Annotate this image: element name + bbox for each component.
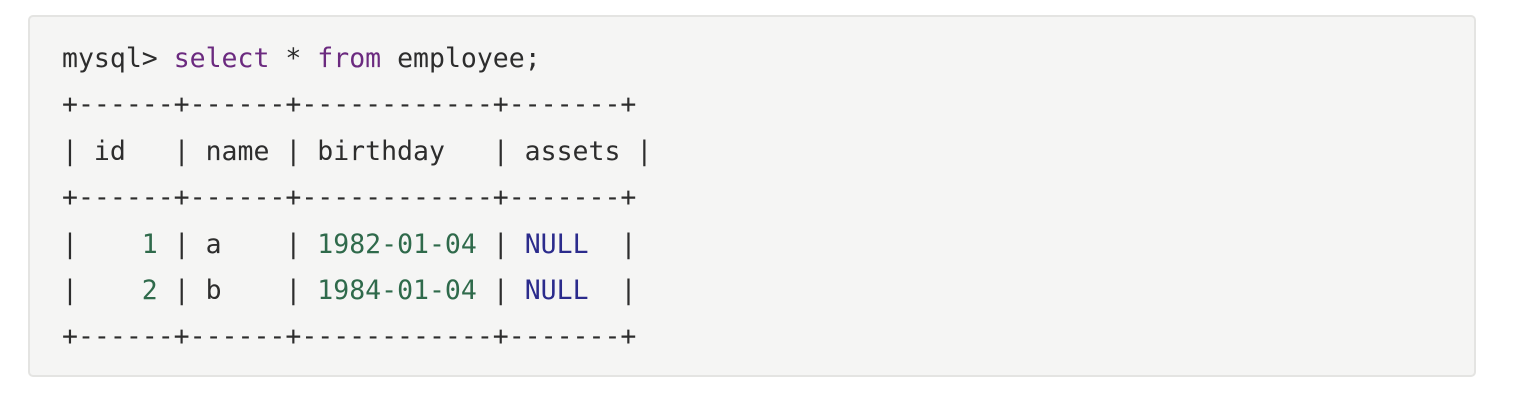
cell-delim: | [476, 228, 525, 260]
table-row: | 2 | b | 1984-01-04 | NULL | [62, 268, 652, 314]
cell-id: 1 [141, 228, 158, 260]
cell-name: | b | [157, 274, 318, 306]
prompt: mysql> [62, 43, 174, 74]
table-border-mid: +------+------+------------+-------+ [62, 182, 637, 214]
cell-birthday: 1984-01-04 [317, 274, 477, 306]
table-border-top: +------+------+------------+-------+ [62, 89, 637, 121]
keyword-select: select [173, 43, 270, 74]
cell-delim: | [476, 274, 525, 306]
cell-birthday: 1982-01-04 [317, 228, 477, 260]
keyword-from: from [317, 43, 382, 74]
table-row: | 1 | a | 1982-01-04 | NULL | [62, 222, 652, 268]
select-star: * [269, 43, 318, 74]
table-header: | id | name | birthday | assets | [62, 135, 653, 167]
table-border-bottom: +------+------+------------+-------+ [62, 321, 637, 353]
query-line: mysql> select * from employee; [62, 36, 652, 82]
cell-delim: | [62, 274, 142, 306]
cell-assets: NULL [524, 228, 589, 260]
cell-assets: NULL [524, 274, 589, 306]
code-block: mysql> select * from employee; +------+--… [28, 15, 1476, 377]
cell-delim: | [62, 228, 142, 260]
cell-id: 2 [141, 274, 158, 306]
cell-delim: | [588, 274, 637, 306]
cell-delim: | [588, 228, 637, 260]
sql-output: mysql> select * from employee; +------+--… [62, 36, 652, 361]
cell-name: | a | [157, 228, 318, 260]
query-rest: employee; [381, 43, 541, 74]
